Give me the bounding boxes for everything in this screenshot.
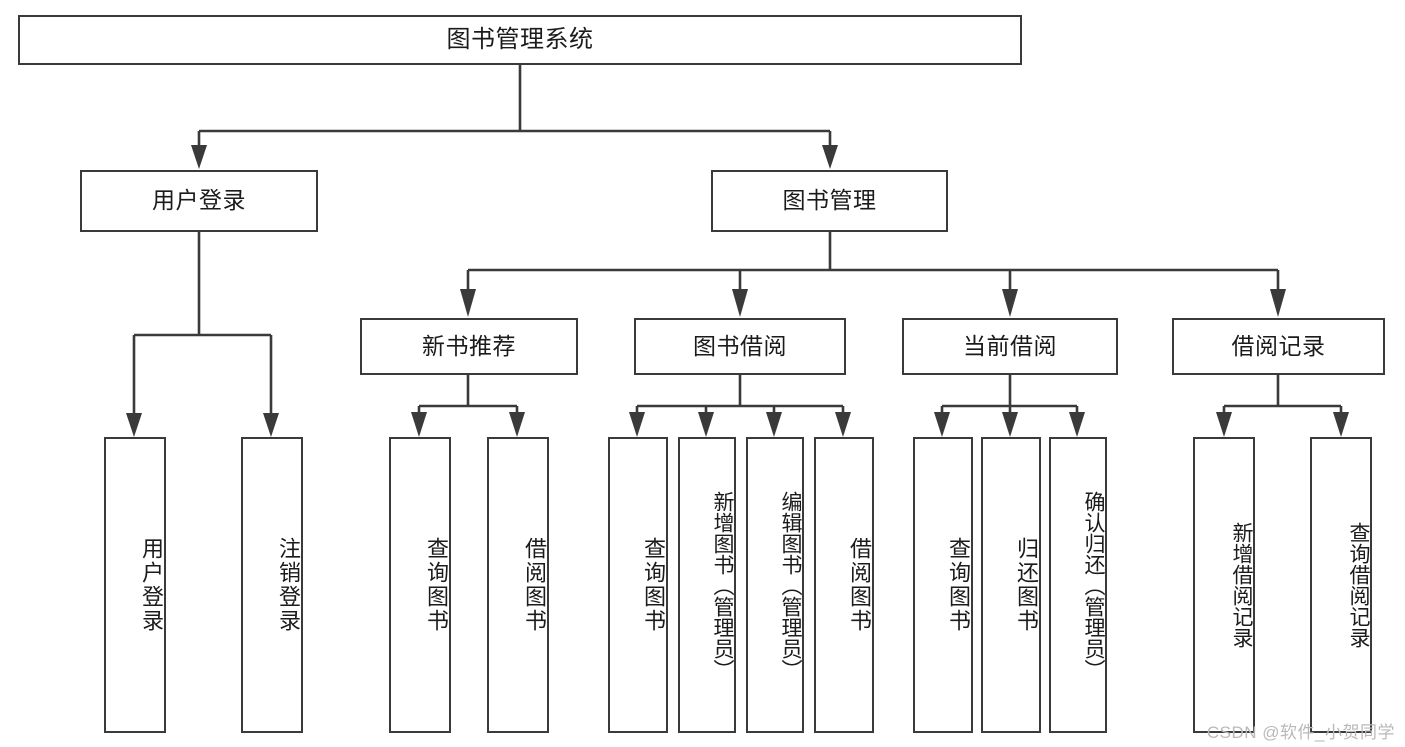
leaf-confirm-return-admin[interactable]: 确认归还（管理员） (1049, 437, 1107, 733)
watermark-text: CSDN @软件_小贺同学 (1206, 723, 1395, 742)
leaf-query-book-recommend[interactable]: 查询图书 (389, 437, 451, 733)
leaf-add-book-admin[interactable]: 新增图书（管理员） (678, 437, 736, 733)
arrow-to-borrow-record (1270, 289, 1286, 317)
arrow-leaf-nb-2 (509, 412, 525, 437)
arrow-to-book-manage (822, 145, 838, 169)
node-book-borrow[interactable]: 图书借阅 (634, 318, 846, 375)
arrow-leaf-user-login (126, 413, 142, 437)
node-user-login[interactable]: 用户登录 (80, 170, 318, 232)
node-borrow-record[interactable]: 借阅记录 (1172, 318, 1385, 375)
arrow-leaf-bb-3 (766, 412, 782, 437)
leaf-query-borrow-record[interactable]: 查询借阅记录 (1310, 437, 1372, 733)
leaf-edit-book-admin[interactable]: 编辑图书（管理员） (746, 437, 804, 733)
leaf-query-book-borrow[interactable]: 查询图书 (608, 437, 668, 733)
node-book-management[interactable]: 图书管理 (711, 170, 948, 232)
arrow-leaf-br-1 (1216, 412, 1232, 437)
arrow-leaf-cb-3 (1069, 412, 1085, 437)
node-new-book-recommend[interactable]: 新书推荐 (360, 318, 578, 375)
arrow-to-book-borrow (732, 289, 748, 317)
node-root-system[interactable]: 图书管理系统 (18, 15, 1022, 65)
leaf-logout[interactable]: 注销登录 (241, 437, 303, 733)
leaf-add-borrow-record[interactable]: 新增借阅记录 (1193, 437, 1255, 733)
arrow-leaf-nb-1 (411, 412, 427, 437)
arrow-to-new-book (460, 289, 476, 317)
arrow-leaf-cb-1 (934, 412, 950, 437)
leaf-query-book-current[interactable]: 查询图书 (913, 437, 973, 733)
leaf-borrow-book-recommend[interactable]: 借阅图书 (487, 437, 549, 733)
arrow-leaf-bb-2 (698, 412, 714, 437)
node-current-borrow[interactable]: 当前借阅 (902, 318, 1118, 375)
arrow-leaf-bb-4 (835, 412, 851, 437)
arrow-leaf-logout (263, 413, 279, 437)
arrow-leaf-cb-2 (1002, 412, 1018, 437)
arrow-leaf-bb-1 (629, 412, 645, 437)
leaf-borrow-book[interactable]: 借阅图书 (814, 437, 874, 733)
arrow-to-user-login (191, 145, 207, 169)
leaf-return-book[interactable]: 归还图书 (981, 437, 1041, 733)
arrow-to-current-borrow (1002, 289, 1018, 317)
arrow-leaf-br-2 (1333, 412, 1349, 437)
leaf-user-login[interactable]: 用户登录 (104, 437, 166, 733)
